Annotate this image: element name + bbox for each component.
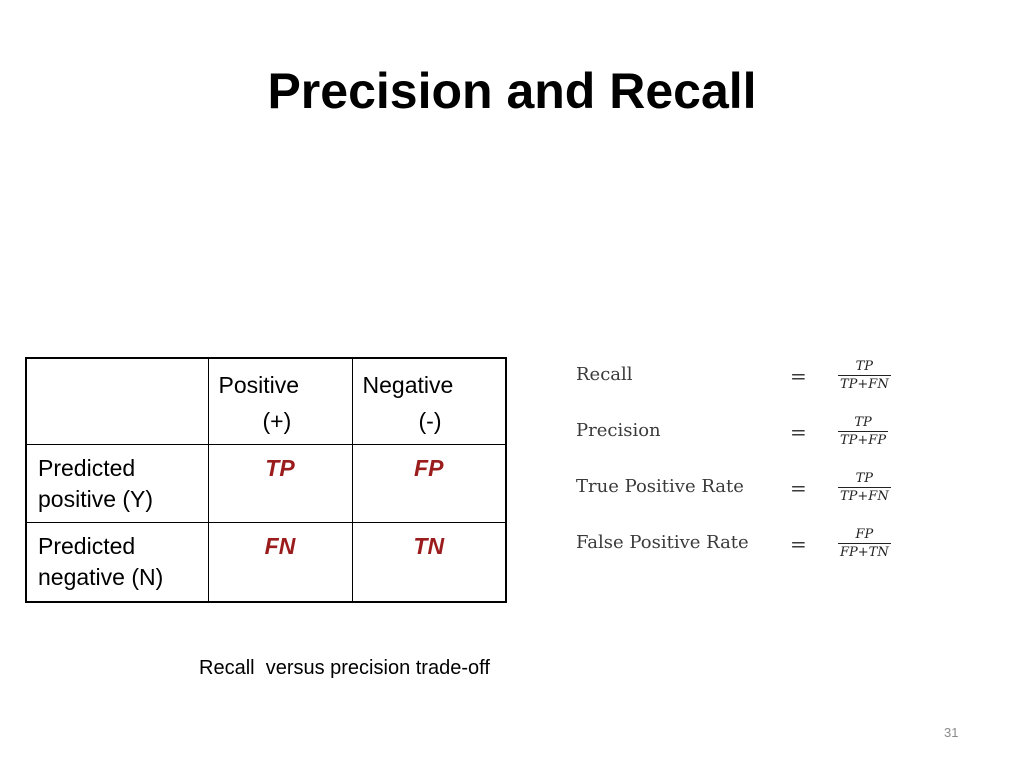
- header-positive-sign: (+): [262, 408, 292, 434]
- fraction-denominator: TP+FN: [840, 489, 889, 504]
- fraction-denominator: TP+FP: [840, 433, 887, 448]
- header-negative-sign: (-): [418, 408, 442, 434]
- row-label-line2: positive (Y): [38, 485, 154, 512]
- slide-caption: Recall versus precision trade-off: [199, 657, 490, 679]
- cell-true-negative: TN: [351, 521, 507, 603]
- row-label-line1: Predicted: [38, 532, 136, 559]
- equals-sign: =: [790, 420, 807, 444]
- row-label-predicted-negative: Predicted negative (N): [25, 521, 209, 603]
- formula-true-positive-rate: True Positive Rate = TP TP+FN: [576, 470, 936, 526]
- fraction-numerator: TP: [854, 415, 872, 430]
- header-negative-cell: Negative (-): [351, 357, 507, 445]
- fraction: FP FP+TN: [838, 528, 891, 559]
- fraction-bar: [838, 431, 889, 432]
- formula-label: True Positive Rate: [576, 476, 744, 497]
- fraction-bar: [838, 375, 891, 376]
- equals-sign: =: [790, 532, 807, 556]
- equals-sign: =: [790, 364, 807, 388]
- formula-label: False Positive Rate: [576, 532, 749, 553]
- header-positive-cell: Positive (+): [207, 357, 353, 445]
- fraction-numerator: TP: [855, 359, 874, 374]
- empty-corner-cell: [25, 357, 209, 445]
- equals-sign: =: [790, 476, 807, 500]
- fraction: TP TP+FP: [838, 415, 889, 448]
- header-positive-label: Positive: [218, 372, 300, 398]
- confusion-matrix-table: Positive (+) Negative (-) Predicted posi…: [25, 357, 507, 603]
- fraction-numerator: TP: [855, 471, 874, 486]
- fraction: TP TP+FN: [838, 472, 891, 503]
- formula-false-positive-rate: False Positive Rate = FP FP+TN: [576, 526, 936, 582]
- table-row: Predicted positive (Y) TP FP: [25, 443, 507, 523]
- fraction-bar: [838, 487, 891, 488]
- cell-false-positive: FP: [351, 443, 507, 523]
- formula-label: Precision: [576, 420, 661, 441]
- header-negative-label: Negative: [362, 372, 454, 398]
- fraction-denominator: TP+FN: [840, 377, 889, 392]
- page-number: 31: [944, 725, 959, 740]
- formula-precision: Precision = TP TP+FP: [576, 414, 936, 470]
- fraction-numerator: FP: [855, 527, 874, 542]
- slide-title: Precision and Recall: [267, 63, 757, 119]
- formula-label: Recall: [576, 364, 633, 385]
- formula-recall: Recall = TP TP+FN: [576, 358, 936, 414]
- row-label-line2: negative (N): [38, 563, 164, 590]
- formula-list: Recall = TP TP+FN Precision = TP TP+FP T…: [576, 358, 936, 582]
- fraction: TP TP+FN: [838, 360, 891, 391]
- row-label-predicted-positive: Predicted positive (Y): [25, 443, 209, 523]
- fraction-bar: [838, 543, 891, 544]
- table-header-row: Positive (+) Negative (-): [25, 357, 507, 445]
- fraction-denominator: FP+TN: [840, 545, 889, 560]
- row-label-line1: Predicted: [38, 454, 136, 481]
- table-row: Predicted negative (N) FN TN: [25, 521, 507, 603]
- cell-true-positive: TP: [207, 443, 353, 523]
- cell-false-negative: FN: [207, 521, 353, 603]
